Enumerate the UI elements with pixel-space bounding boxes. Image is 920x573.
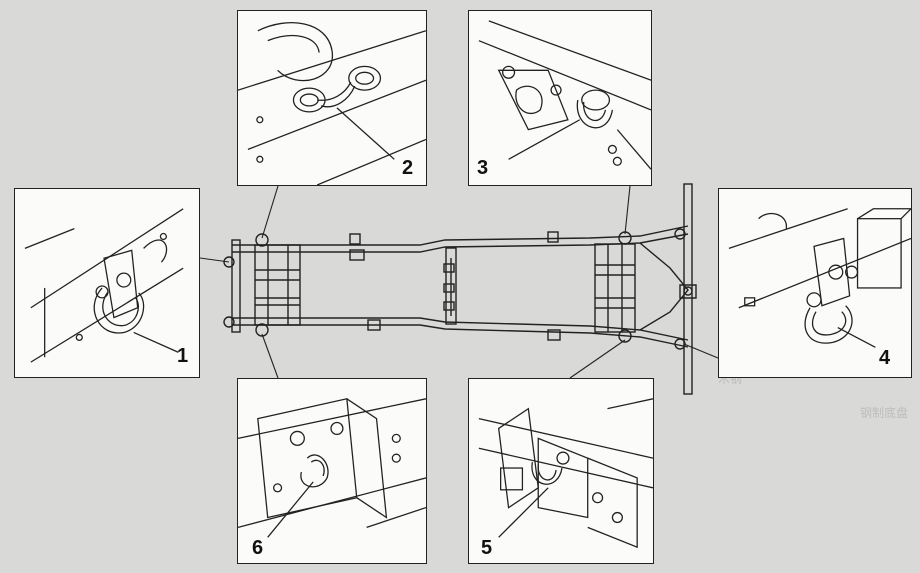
callout-label-1: 1 [177,345,189,367]
callout-label-2: 2 [402,157,414,179]
callout-box-3: 3 [468,10,652,186]
callout-label-6: 6 [252,537,264,559]
callout-box-1: 1 [14,188,200,378]
callout-box-2: 2 [237,10,427,186]
callout-label-3: 3 [477,157,489,179]
callout-box-4: 4 [718,188,912,378]
callout-label-4: 4 [879,347,891,369]
callout-box-5: 5 [468,378,654,564]
callout-box-6: 6 [237,378,427,564]
background-text-2: 钢制底盘 [860,406,909,420]
callout-label-5: 5 [481,537,493,559]
